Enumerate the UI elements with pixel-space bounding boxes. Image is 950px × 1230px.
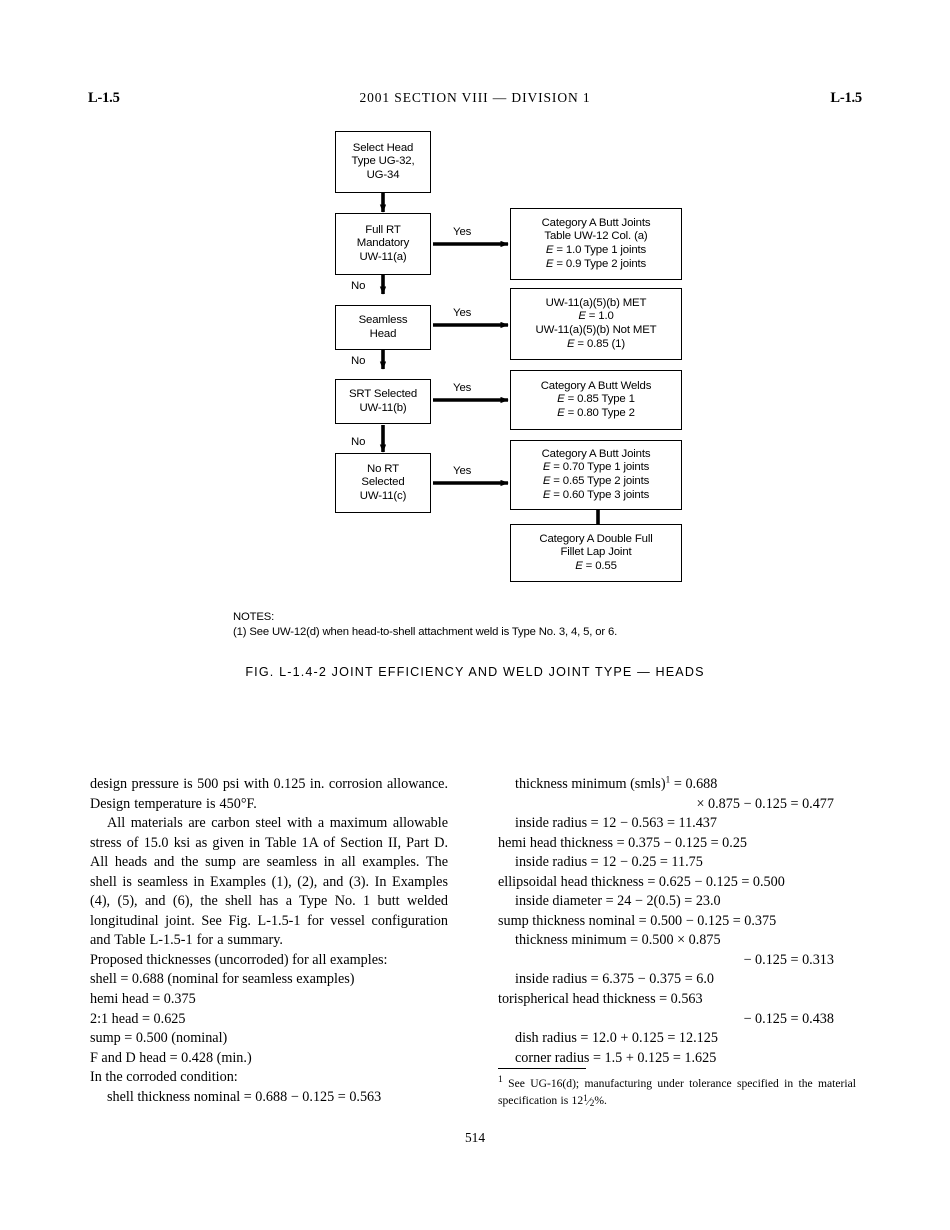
line-ellipsoidal-head-thickness: ellipsoidal head thickness = 0.625 − 0.1… bbox=[498, 873, 785, 890]
edge-label-yes-srt: Yes bbox=[453, 382, 472, 394]
folio-right: L-1.5 bbox=[830, 90, 862, 106]
thickness-min-label: thickness minimum (smls) bbox=[515, 776, 666, 792]
body-column-left: design pressure is 500 psi with 0.125 in… bbox=[90, 775, 448, 1107]
line-corroded-condition: In the corroded condition: bbox=[90, 1069, 238, 1086]
line-2to1-head: 2:1 head = 0.625 bbox=[90, 1010, 186, 1027]
line-proposed-thicknesses: Proposed thicknesses (uncorroded) for al… bbox=[90, 951, 388, 968]
edge-label-yes-seamless: Yes bbox=[453, 307, 472, 319]
flow-box-result-seamless: UW-11(a)(5)(b) MET E = 1.0 UW-11(a)(5)(b… bbox=[510, 288, 682, 360]
flow-box-result-full-rt: Category A Butt Joints Table UW-12 Col. … bbox=[510, 208, 682, 280]
edge-label-yes-full-rt: Yes bbox=[453, 226, 472, 238]
footnote-marker: 1 bbox=[498, 1074, 503, 1086]
footnote-text: 1 See UG-16(d); manufacturing under tole… bbox=[498, 1074, 856, 1112]
flow-box-full-rt: Full RT Mandatory UW-11(a) bbox=[335, 213, 431, 275]
line-shell-thickness-nominal: shell thickness nominal = 0.688 − 0.125 … bbox=[107, 1088, 382, 1105]
line-hemi-head: hemi head = 0.375 bbox=[90, 991, 196, 1008]
edge-label-no-seamless: No bbox=[351, 355, 366, 367]
line-inside-radius-shell: inside radius = 12 − 0.563 = 11.437 bbox=[515, 815, 717, 832]
line-sump-thickness-minimum: thickness minimum = 0.500 × 0.875 bbox=[515, 932, 721, 949]
flow-box-result-srt: Category A Butt Welds E = 0.85 Type 1 E … bbox=[510, 370, 682, 430]
running-head: L-1.5 2001 SECTION VIII — DIVISION 1 L-1… bbox=[88, 90, 862, 108]
folio-left: L-1.5 bbox=[88, 90, 120, 106]
footnote-rule bbox=[498, 1068, 586, 1069]
flowchart-figure: Select Head Type UG-32, UG-34 Full RT Ma… bbox=[225, 125, 725, 685]
line-sump-thickness-minimum-cont: − 0.125 = 0.313 bbox=[743, 951, 835, 968]
running-head-title: 2001 SECTION VIII — DIVISION 1 bbox=[359, 90, 591, 105]
paragraph-design-pressure: design pressure is 500 psi with 0.125 in… bbox=[90, 776, 448, 812]
footnote-text-part1: See UG-16(d); manufacturing under tolera… bbox=[498, 1077, 856, 1108]
flowchart-connectors bbox=[379, 193, 600, 524]
line-inside-radius-sump: inside radius = 6.375 − 0.375 = 6.0 bbox=[515, 971, 714, 988]
footnote: 1 See UG-16(d); manufacturing under tole… bbox=[498, 1068, 856, 1112]
line-shell: shell = 0.688 (nominal for seamless exam… bbox=[90, 971, 355, 988]
flow-box-seamless-head: Seamless Head bbox=[335, 305, 431, 350]
line-torispherical-head-thickness-cont: − 0.125 = 0.438 bbox=[743, 1010, 835, 1027]
line-sump-thickness-nominal: sump thickness nominal = 0.500 − 0.125 =… bbox=[498, 912, 777, 929]
line-inside-diameter: inside diameter = 24 − 2(0.5) = 23.0 bbox=[515, 893, 721, 910]
line-inside-radius-hemi: inside radius = 12 − 0.25 = 11.75 bbox=[515, 854, 703, 871]
line-thickness-minimum-cont: × 0.875 − 0.125 = 0.477 bbox=[696, 795, 834, 812]
line-sump: sump = 0.500 (nominal) bbox=[90, 1030, 228, 1047]
line-thickness-minimum-smls: thickness minimum (smls)1 = 0.688 bbox=[498, 775, 856, 795]
fraction-one-half: 1⁄2 bbox=[583, 1092, 595, 1108]
line-hemi-head-thickness: hemi head thickness = 0.375 − 0.125 = 0.… bbox=[498, 834, 748, 851]
line-dish-radius: dish radius = 12.0 + 0.125 = 12.125 bbox=[515, 1030, 718, 1047]
flow-box-srt-selected: SRT Selected UW-11(b) bbox=[335, 379, 431, 424]
footnote-ref-1: 1 bbox=[665, 774, 671, 786]
flow-box-result-fillet-lap: Category A Double Full Fillet Lap Joint … bbox=[510, 524, 682, 582]
line-f-and-d-head: F and D head = 0.428 (min.) bbox=[90, 1049, 252, 1066]
line-corner-radius: corner radius = 1.5 + 0.125 = 1.625 bbox=[515, 1049, 717, 1066]
figure-caption: FIG. L-1.4-2 JOINT EFFICIENCY AND WELD J… bbox=[245, 665, 705, 679]
edge-label-no-full-rt: No bbox=[351, 280, 366, 292]
notes-heading: NOTES: bbox=[233, 611, 275, 623]
flow-box-select-head: Select Head Type UG-32, UG-34 bbox=[335, 131, 431, 193]
line-torispherical-head-thickness: torispherical head thickness = 0.563 bbox=[498, 991, 703, 1008]
note-item: (1) See UW-12(d) when head-to-shell atta… bbox=[233, 625, 618, 638]
footnote-text-part2: %. bbox=[594, 1094, 607, 1108]
edge-label-yes-no-rt: Yes bbox=[453, 465, 472, 477]
flow-box-result-no-rt: Category A Butt Joints E = 0.70 Type 1 j… bbox=[510, 440, 682, 510]
paragraph-materials: All materials are carbon steel with a ma… bbox=[90, 815, 448, 949]
figure-notes: NOTES: (1) See UW-12(d) when head-to-she… bbox=[233, 610, 753, 639]
edge-label-no-srt: No bbox=[351, 436, 366, 448]
thickness-min-value: = 0.688 bbox=[670, 776, 718, 792]
flow-box-no-rt-selected: No RT Selected UW-11(c) bbox=[335, 453, 431, 513]
page-number: 514 bbox=[464, 1130, 486, 1145]
body-column-right: thickness minimum (smls)1 = 0.688 × 0.87… bbox=[498, 775, 856, 1068]
